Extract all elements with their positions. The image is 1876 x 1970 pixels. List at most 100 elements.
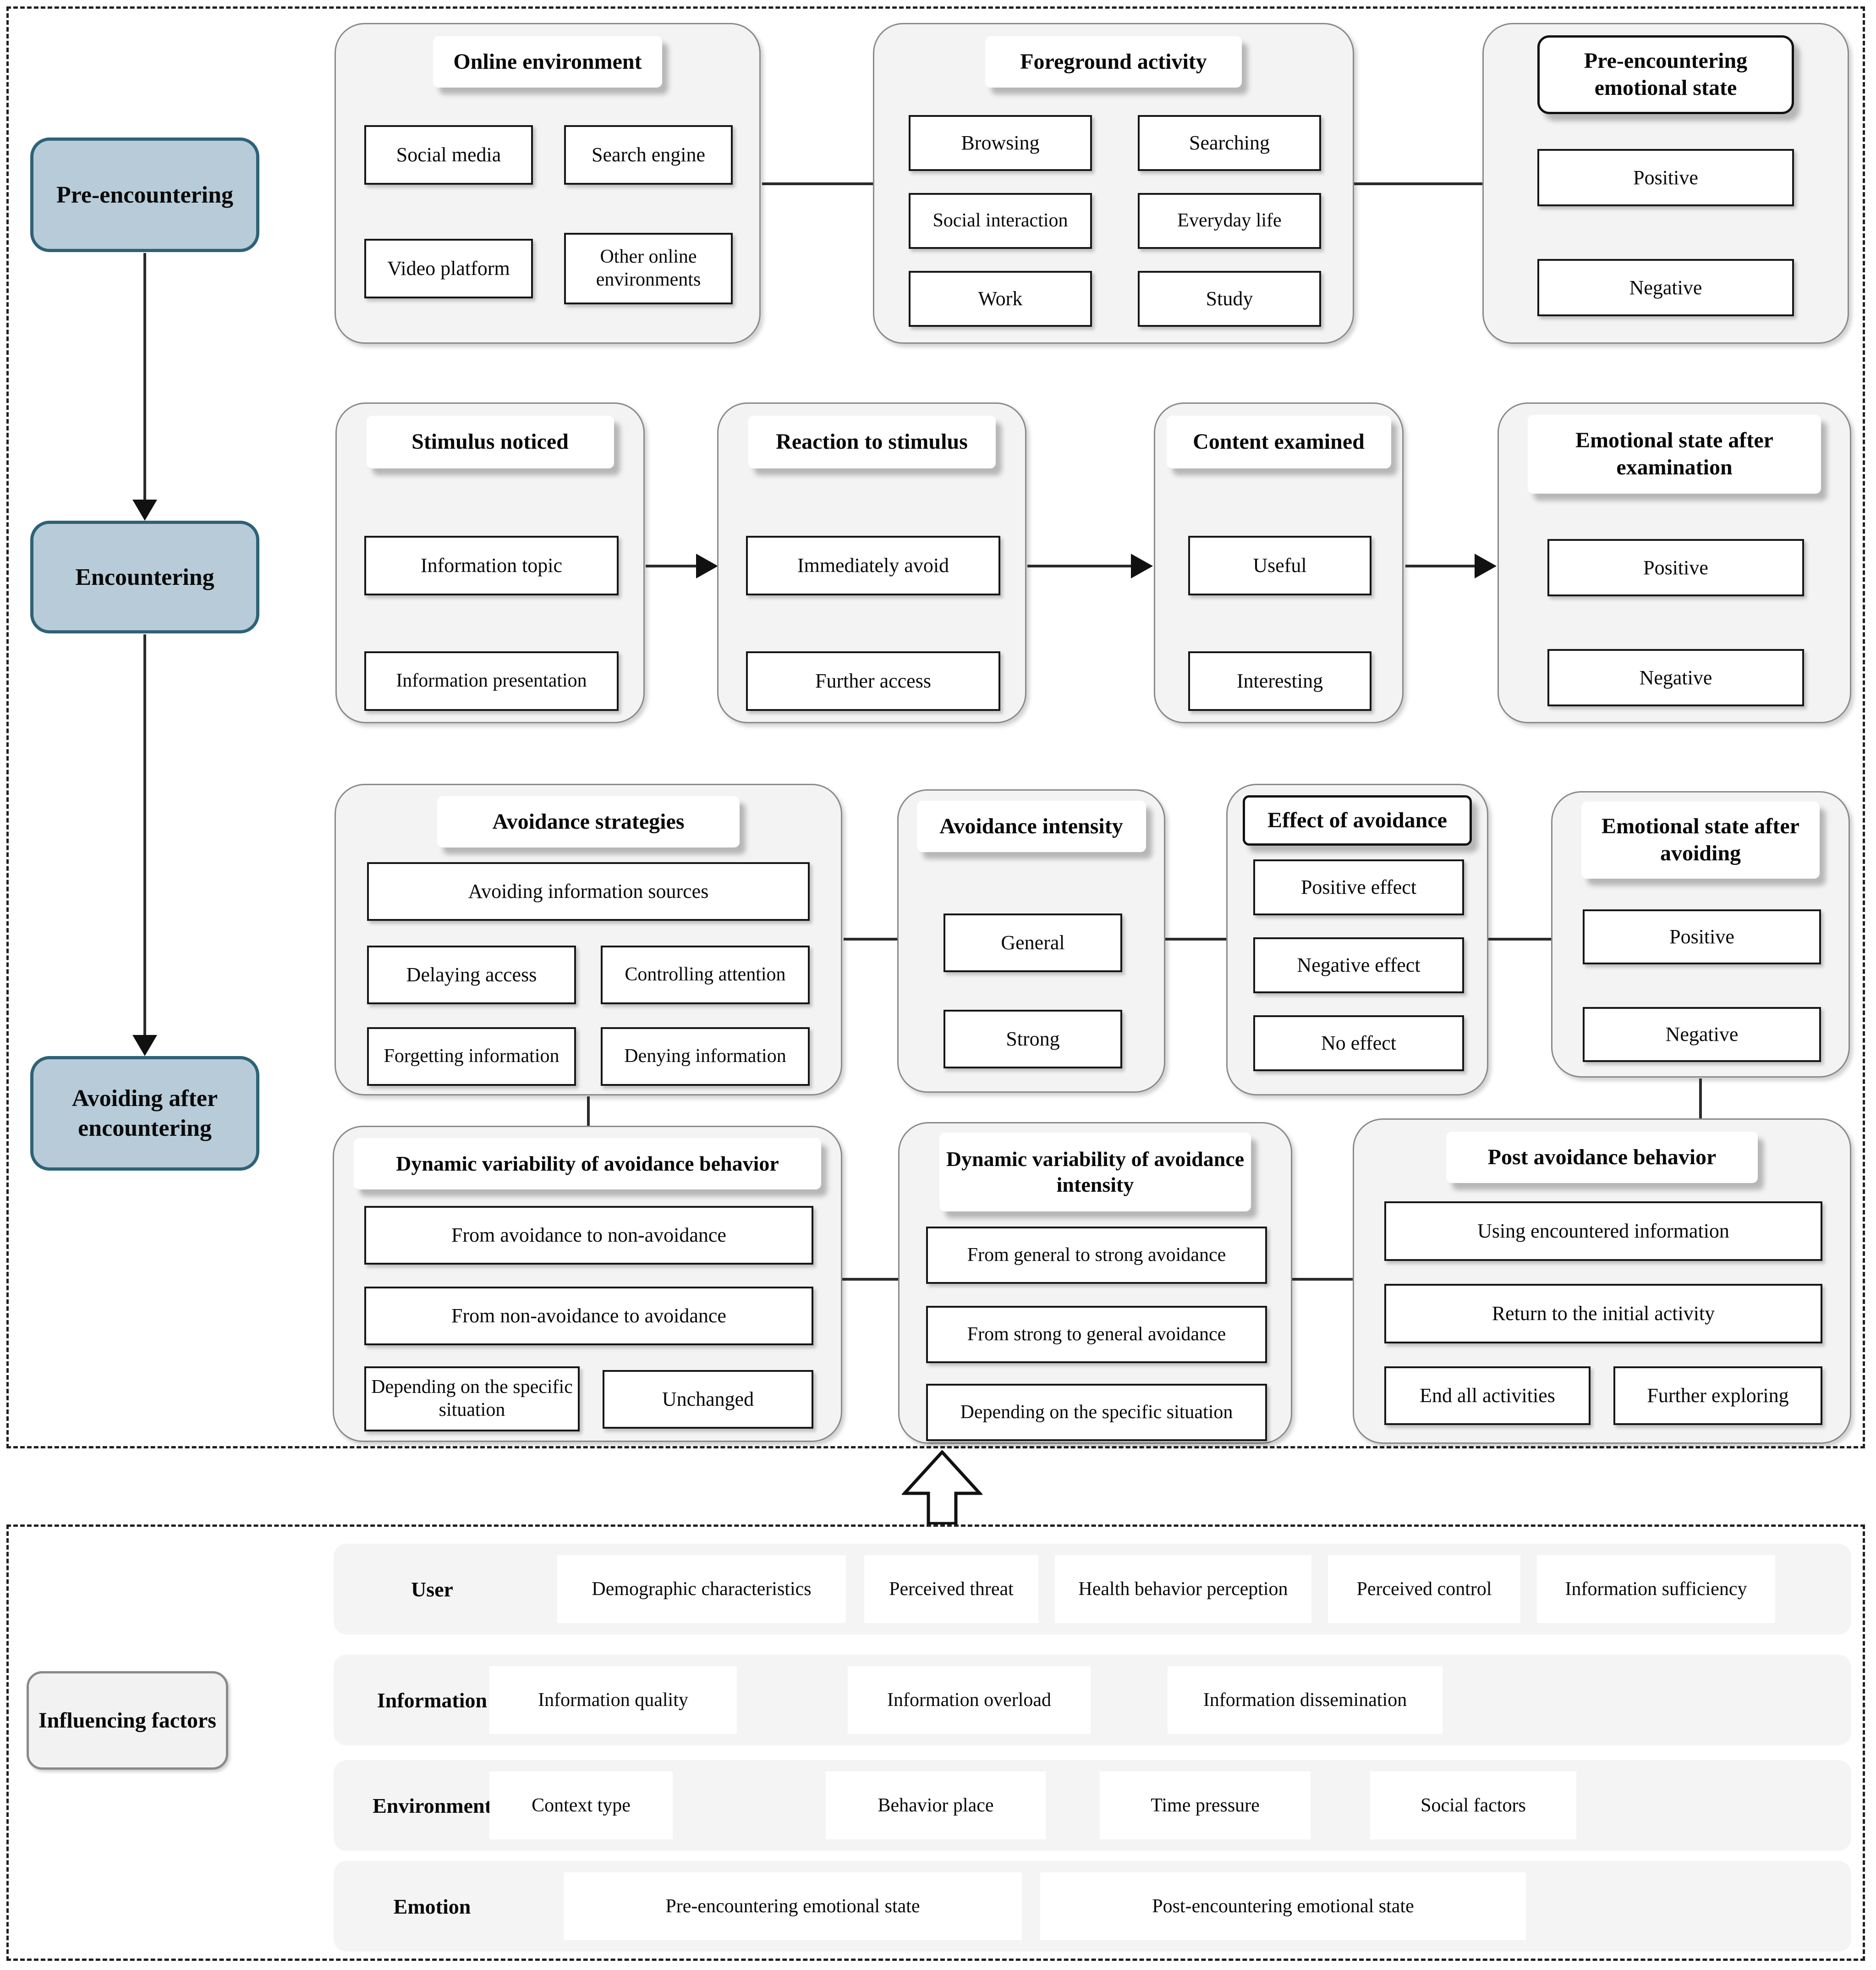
stage-label: Pre-encountering: [56, 182, 234, 208]
panel-avoidance-strategies: Avoidance strategies Avoiding informatio…: [335, 784, 842, 1095]
panel-post-avoidance-behavior: Post avoidance behavior Using encountere…: [1353, 1118, 1851, 1444]
panel-item: Further access: [746, 651, 1000, 711]
panel-emotional-state-after-avoiding: Emotional state after avoiding Positive …: [1551, 791, 1850, 1078]
connector-line: [1488, 938, 1551, 941]
panel-item: Positive effect: [1253, 859, 1464, 915]
panel-item: Everyday life: [1138, 193, 1321, 249]
panel-title: Emotional state after examination: [1528, 415, 1821, 494]
panel-title: Foreground activity: [985, 36, 1242, 88]
panel-item: Social interaction: [909, 193, 1092, 249]
panel-emotional-state-after-examination: Emotional state after examination Positi…: [1498, 402, 1851, 723]
down-arrowhead-icon: [132, 1035, 157, 1056]
panel-item: Other online environments: [564, 233, 733, 304]
panel-item: Search engine: [564, 125, 733, 185]
panel-title: Dynamic variability of avoidance behavio…: [354, 1138, 821, 1189]
panel-item: Unchanged: [603, 1370, 813, 1429]
panel-dynamic-variability-avoidance-intensity: Dynamic variability of avoidance intensi…: [898, 1122, 1292, 1444]
panel-item: Negative effect: [1253, 937, 1464, 993]
panel-title: Reaction to stimulus: [748, 416, 996, 468]
connector-line: [1354, 182, 1482, 185]
factor-row-user: User Demographic characteristics Perceiv…: [334, 1544, 1851, 1634]
factor-row-label: Emotion: [393, 1894, 471, 1918]
panel-effect-of-avoidance: Effect of avoidance Positive effect Nega…: [1226, 784, 1488, 1095]
down-arrowhead-icon: [132, 500, 157, 521]
panel-item: Strong: [943, 1010, 1122, 1068]
panel-online-environment: Online environment Social media Search e…: [335, 23, 761, 344]
panel-item: Information presentation: [364, 651, 619, 711]
panel-item: Information topic: [364, 536, 619, 595]
panel-item: Immediately avoid: [746, 536, 1000, 595]
panel-item: Positive: [1583, 909, 1821, 964]
connector-line: [844, 938, 897, 941]
flow-line: [143, 634, 146, 1036]
factor-row-label: Information: [377, 1688, 488, 1712]
panel-item: Delaying access: [367, 946, 576, 1004]
up-arrow-icon: [902, 1450, 982, 1525]
panel-item: Further exploring: [1613, 1366, 1822, 1425]
connector-line: [1405, 565, 1476, 567]
panel-item: Useful: [1188, 536, 1371, 595]
panel-item: General: [943, 913, 1122, 972]
right-arrowhead-icon: [696, 554, 718, 578]
panel-item: Browsing: [909, 115, 1092, 171]
factor-row-label: Environment: [373, 1794, 492, 1817]
stage-label: Encountering: [75, 564, 214, 590]
panel-item: Searching: [1138, 115, 1321, 171]
factor-item: Post-encountering emotional state: [1040, 1872, 1526, 1940]
panel-item: Positive: [1537, 149, 1794, 206]
panel-item: Forgetting information: [367, 1027, 576, 1086]
panel-foreground-activity: Foreground activity Browsing Searching S…: [873, 23, 1354, 344]
panel-dynamic-variability-avoidance-behavior: Dynamic variability of avoidance behavio…: [333, 1126, 842, 1442]
factor-item: Social factors: [1370, 1772, 1576, 1839]
panel-item: Positive: [1547, 539, 1804, 596]
factor-item: Perceived control: [1328, 1555, 1520, 1623]
connector-line: [646, 565, 697, 567]
panel-item: Social media: [364, 125, 533, 185]
right-arrowhead-icon: [1475, 554, 1497, 578]
factor-item: Information overload: [848, 1666, 1091, 1734]
panel-item: Negative: [1583, 1007, 1821, 1062]
panel-item: No effect: [1253, 1015, 1464, 1071]
right-arrowhead-icon: [1131, 554, 1153, 578]
panel-item: Study: [1138, 271, 1321, 327]
panel-item: Depending on the specific situation: [926, 1384, 1267, 1441]
panel-title: Avoidance strategies: [437, 796, 740, 847]
panel-item: From non-avoidance to avoidance: [364, 1287, 813, 1345]
influencing-factors-label: Influencing factors: [27, 1671, 228, 1770]
panel-content-examined: Content examined Useful Interesting: [1154, 402, 1404, 723]
panel-item: Return to the initial activity: [1384, 1284, 1822, 1343]
connector-line: [587, 1096, 590, 1126]
panel-item: From strong to general avoidance: [926, 1306, 1267, 1363]
panel-item: Denying information: [601, 1027, 810, 1086]
panel-item: Video platform: [364, 239, 533, 298]
stage-avoiding-after-encountering: Avoiding after encountering: [30, 1056, 259, 1171]
factor-item: Perceived threat: [864, 1555, 1038, 1623]
stage-encountering: Encountering: [30, 521, 259, 633]
panel-item: From avoidance to non-avoidance: [364, 1206, 813, 1265]
panel-item: Using encountered information: [1384, 1201, 1822, 1261]
factor-item: Pre-encountering emotional state: [564, 1872, 1022, 1940]
connector-line: [842, 1278, 898, 1281]
factor-item: Time pressure: [1100, 1772, 1311, 1839]
panel-item: Avoiding information sources: [367, 862, 810, 921]
factor-row-information: Information Information quality Informat…: [334, 1655, 1851, 1745]
panel-item: Work: [909, 271, 1092, 327]
panel-item: From general to strong avoidance: [926, 1227, 1267, 1284]
panel-reaction-to-stimulus: Reaction to stimulus Immediately avoid F…: [717, 402, 1026, 723]
panel-item: Controlling attention: [601, 946, 810, 1004]
connector-line: [1165, 938, 1226, 941]
panel-item: End all activities: [1384, 1366, 1591, 1425]
panel-title: Stimulus noticed: [366, 416, 614, 468]
panel-title: Content examined: [1166, 416, 1391, 468]
stage-label: Avoiding after encountering: [71, 1085, 218, 1141]
connector-line: [1292, 1278, 1353, 1281]
factor-item: Health behavior perception: [1055, 1555, 1311, 1623]
factor-item: Demographic characteristics: [557, 1555, 846, 1623]
panel-pre-encountering-emotional-state: Pre-encountering emotional state Positiv…: [1482, 23, 1849, 344]
factor-item: Behavior place: [826, 1772, 1046, 1839]
influencing-factors-text: Influencing factors: [38, 1708, 216, 1733]
panel-title: Post avoidance behavior: [1446, 1132, 1758, 1183]
connector-line: [762, 182, 873, 185]
stage-pre-encountering: Pre-encountering: [30, 138, 259, 252]
connector-line: [1027, 565, 1132, 567]
